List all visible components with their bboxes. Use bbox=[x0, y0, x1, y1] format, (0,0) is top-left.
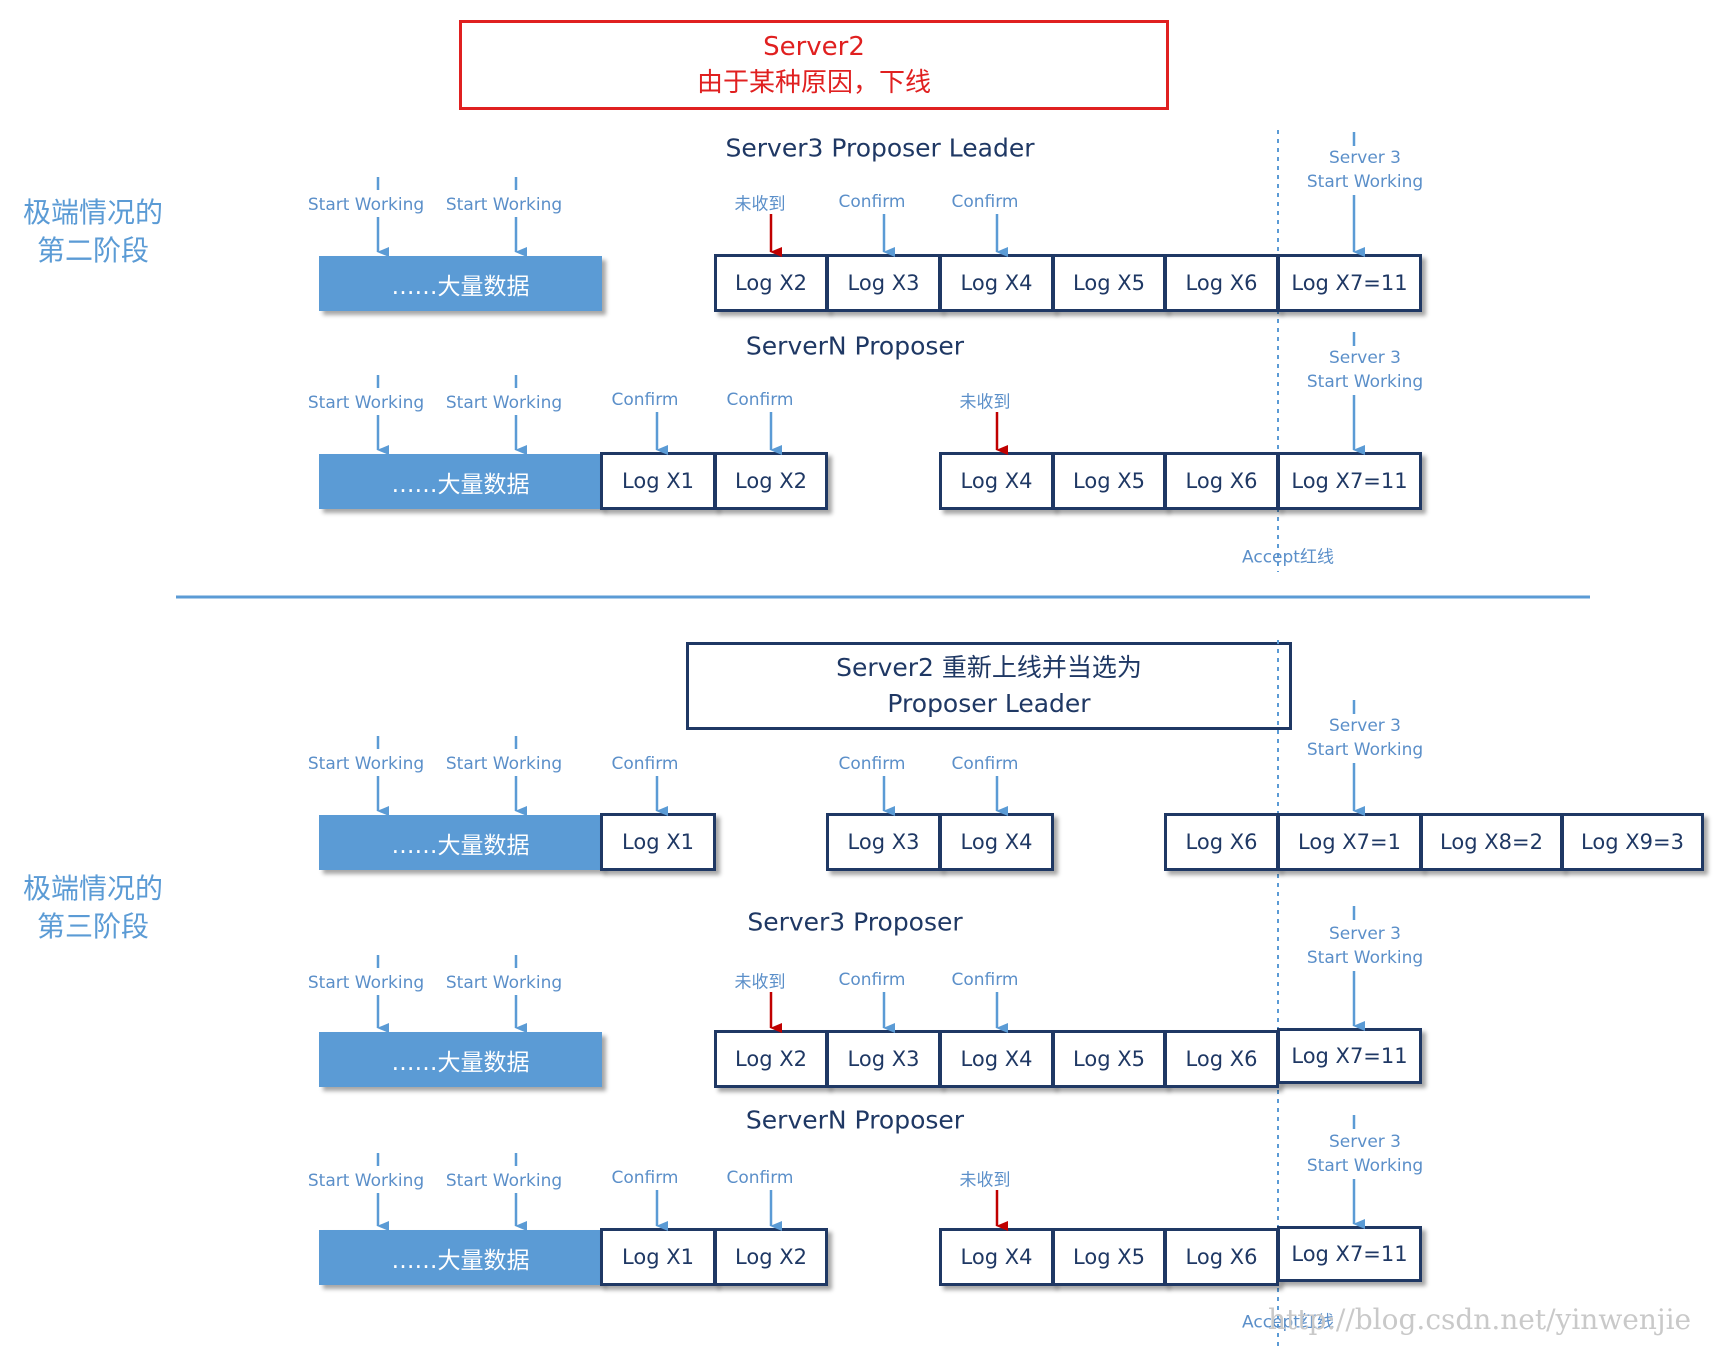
server3-label: Server 3 bbox=[1329, 1132, 1401, 1152]
confirm-label: Confirm bbox=[838, 970, 906, 990]
log-x1: Log X1 bbox=[600, 1228, 716, 1286]
stage2-label: 极端情况的 第二阶段 bbox=[22, 196, 164, 267]
confirm-label: Confirm bbox=[726, 390, 794, 410]
confirm-label: Confirm bbox=[726, 1168, 794, 1188]
log-x7: Log X7=11 bbox=[1277, 452, 1422, 510]
log-x3: Log X3 bbox=[826, 813, 941, 871]
log-x8: Log X8=2 bbox=[1420, 813, 1563, 871]
not-received-label: 未收到 bbox=[959, 392, 1011, 413]
start-working-label: Start Working bbox=[1306, 372, 1424, 392]
start-working-label: Start Working bbox=[1306, 740, 1424, 760]
log-x7: Log X7=11 bbox=[1277, 254, 1422, 312]
confirm-label: Confirm bbox=[838, 754, 906, 774]
log-x4: Log X4 bbox=[939, 452, 1054, 510]
heading-s3-serverN: ServerN Proposer bbox=[745, 1105, 965, 1135]
heading-s3-server3: Server3 Proposer bbox=[747, 907, 963, 937]
server3-label: Server 3 bbox=[1329, 348, 1401, 368]
bulk-data-block: ……大量数据 bbox=[319, 1032, 602, 1087]
bulk-data-block: ……大量数据 bbox=[319, 256, 602, 311]
not-received-label: 未收到 bbox=[734, 194, 786, 215]
confirm-label: Confirm bbox=[838, 192, 906, 212]
log-x6: Log X6 bbox=[1164, 452, 1279, 510]
bulk-data-block: ……大量数据 bbox=[319, 815, 602, 870]
stage3-label: 极端情况的 第三阶段 bbox=[22, 872, 164, 943]
bulk-data-block: ……大量数据 bbox=[319, 454, 602, 509]
log-x1: Log X1 bbox=[600, 813, 716, 871]
log-x7: Log X7=11 bbox=[1277, 1028, 1422, 1084]
log-x7: Log X7=1 bbox=[1277, 813, 1422, 871]
log-x6: Log X6 bbox=[1164, 254, 1279, 312]
confirm-label: Confirm bbox=[611, 754, 679, 774]
log-x4: Log X4 bbox=[939, 1228, 1054, 1286]
heading-s2-serverN: ServerN Proposer bbox=[745, 331, 965, 361]
start-working-label: Start Working bbox=[307, 1171, 425, 1191]
log-x2: Log X2 bbox=[714, 1228, 828, 1286]
server2-offline-box: Server2 由于某种原因，下线 bbox=[459, 20, 1169, 110]
server3-label: Server 3 bbox=[1329, 716, 1401, 736]
heading-s2-server3: Server3 Proposer Leader bbox=[725, 133, 1035, 163]
not-received-label: 未收到 bbox=[734, 972, 786, 993]
log-x1: Log X1 bbox=[600, 452, 716, 510]
start-working-label: Start Working bbox=[445, 973, 563, 993]
server2-leader-box: Server2 重新上线并当选为 Proposer Leader bbox=[686, 642, 1292, 730]
log-x7: Log X7=11 bbox=[1277, 1226, 1422, 1282]
log-x5: Log X5 bbox=[1052, 452, 1166, 510]
rejoin-title: Server2 重新上线并当选为 bbox=[836, 653, 1142, 682]
start-working-label: Start Working bbox=[445, 393, 563, 413]
server3-label: Server 3 bbox=[1329, 924, 1401, 944]
log-x6: Log X6 bbox=[1164, 1030, 1279, 1088]
leader-title: Proposer Leader bbox=[887, 689, 1091, 718]
start-working-label: Start Working bbox=[307, 393, 425, 413]
server2-title: Server2 bbox=[763, 31, 865, 62]
server3-label: Server 3 bbox=[1329, 148, 1401, 168]
start-working-label: Start Working bbox=[445, 754, 563, 774]
start-working-label: Start Working bbox=[1306, 172, 1424, 192]
confirm-label: Confirm bbox=[951, 192, 1019, 212]
not-received-label: 未收到 bbox=[959, 1170, 1011, 1191]
accept-red-line-label-stage2: Accept红线 bbox=[1242, 547, 1334, 568]
confirm-label: Confirm bbox=[611, 390, 679, 410]
log-x9: Log X9=3 bbox=[1561, 813, 1704, 871]
start-working-label: Start Working bbox=[307, 973, 425, 993]
log-x6: Log X6 bbox=[1164, 1228, 1279, 1286]
start-working-label: Start Working bbox=[445, 1171, 563, 1191]
start-working-label: Start Working bbox=[1306, 948, 1424, 968]
start-working-label: Start Working bbox=[307, 754, 425, 774]
start-working-label: Start Working bbox=[1306, 1156, 1424, 1176]
watermark: http://blog.csdn.net/yinwenjie bbox=[1268, 1303, 1692, 1336]
confirm-label: Confirm bbox=[951, 970, 1019, 990]
log-x5: Log X5 bbox=[1052, 1228, 1166, 1286]
start-working-label: Start Working bbox=[445, 195, 563, 215]
accept-red-line-label-stage3: Accept红线 bbox=[1242, 1312, 1334, 1333]
start-working-label: Start Working bbox=[307, 195, 425, 215]
offline-reason: 由于某种原因，下线 bbox=[696, 67, 931, 98]
log-x6: Log X6 bbox=[1164, 813, 1279, 871]
confirm-label: Confirm bbox=[611, 1168, 679, 1188]
bulk-data-block: ……大量数据 bbox=[319, 1230, 602, 1285]
confirm-label: Confirm bbox=[951, 754, 1019, 774]
log-x5: Log X5 bbox=[1052, 254, 1166, 312]
